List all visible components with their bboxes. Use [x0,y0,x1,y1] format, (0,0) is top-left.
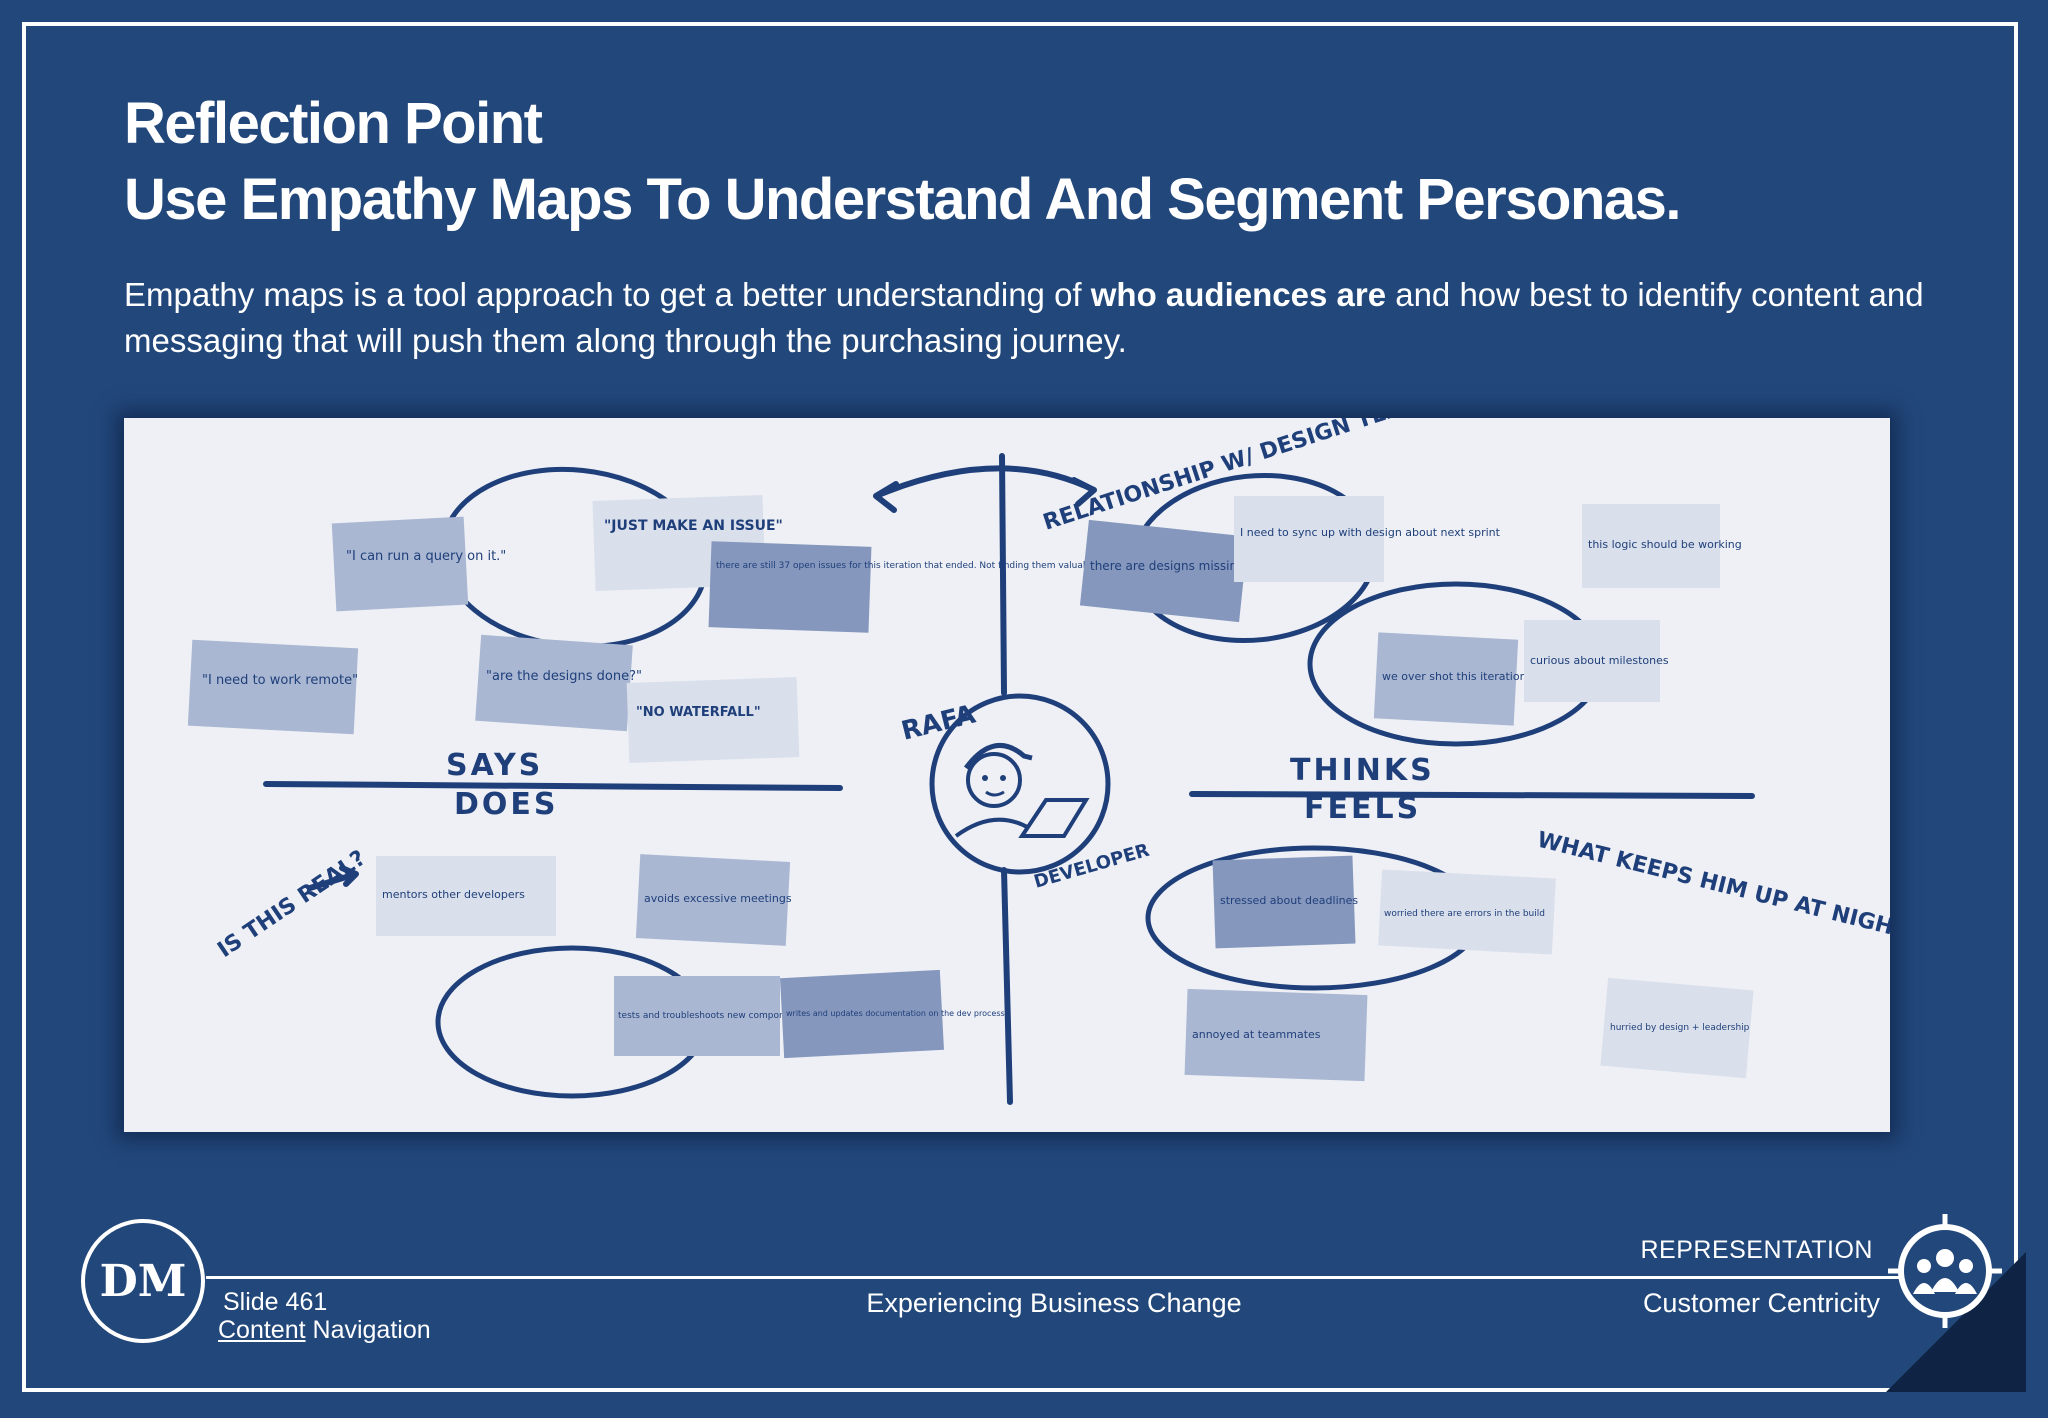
svg-text:avoids excessive meetings: avoids excessive meetings [644,892,792,905]
feels-label: FEELS [1304,791,1421,826]
keeps-up-annotation: WHAT KEEPS HIM UP AT NIGHT? [1535,828,1890,948]
vertical-axis [999,453,1013,1105]
svg-text:"are the designs done?": "are the designs done?" [486,669,642,684]
note-over-shot: we over shot this iteration [1373,632,1527,726]
content-navigation-link[interactable]: Content [218,1316,306,1344]
svg-text:mentors other developers: mentors other developers [382,888,525,901]
slide-frame [22,22,2018,1392]
relationship-arrow [873,465,1097,513]
svg-text:"I can run a query on it.": "I can run a query on it." [346,549,506,564]
note-writes-docs: writes and updates documentation on the … [780,969,1005,1059]
note-milestones: curious about milestones [1524,620,1669,702]
corner-decoration [1886,1252,2026,1392]
note-designs-done: "are the designs done?" [475,634,642,732]
dm-logo-text: DM [100,1256,187,1307]
svg-text:curious about milestones: curious about milestones [1530,654,1669,667]
svg-text:annoyed at teammates: annoyed at teammates [1192,1028,1321,1041]
does-label: DOES [454,787,559,822]
svg-text:stressed about deadlines: stressed about deadlines [1220,894,1358,907]
note-mentors: mentors other developers [376,856,556,936]
empathy-map-drawing: .hand { font-family: "DejaVu Sans", sans… [187,418,1890,1105]
note-logic-working: this logic should be working [1582,504,1742,588]
note-worried: worried there are errors in the build [1378,869,1556,955]
svg-text:worried there are errors in th: worried there are errors in the build [1384,909,1545,919]
slide-subtitle: Use Empathy Maps To Understand And Segme… [124,167,1682,232]
svg-text:we over shot this iteration: we over shot this iteration [1382,670,1527,683]
svg-text:I need to sync up with design: I need to sync up with design about next… [1240,526,1501,539]
says-label: SAYS [446,748,543,783]
note-avoids: avoids excessive meetings [635,854,792,946]
content-navigation: Content Navigation [218,1316,431,1345]
svg-text:"I need to work remote": "I need to work remote" [202,673,358,688]
svg-text:there are still 37 open issues: there are still 37 open issues for this … [716,561,1143,571]
persona-circle [929,693,1111,875]
footer-center-title: Experiencing Business Change [866,1288,1242,1318]
footer-divider [206,1276,1902,1279]
is-this-real-annotation: IS THIS REAL? [213,846,370,963]
slide-number: Slide 461 [223,1288,328,1316]
note-hurried: hurried by design + leadership [1600,977,1754,1079]
empathy-map-image: .hand { font-family: "DejaVu Sans", sans… [124,418,1890,1132]
is-this-real-arrow [307,865,359,891]
note-no-waterfall: "NO WATERFALL" [626,677,800,763]
svg-text:writes and updates documentati: writes and updates documentation on the … [786,1009,1005,1018]
slide-title: Reflection Point [124,91,543,156]
subsection-label: Customer Centricity [1642,1288,1880,1318]
dm-logo: DM [81,1219,205,1343]
content-navigation-label: Navigation [305,1316,431,1344]
persona-icon [954,743,1090,838]
note-sync-up: I need to sync up with design about next… [1234,496,1501,582]
svg-text:"JUST MAKE AN ISSUE": "JUST MAKE AN ISSUE" [604,518,783,534]
persona-name: RAFA [898,700,978,747]
note-tests: tests and troubleshoots new components [614,976,804,1056]
body-paragraph: Empathy maps is a tool approach to get a… [124,272,1924,364]
svg-text:this logic should be working: this logic should be working [1588,538,1742,551]
note-work-remote: "I need to work remote" [187,639,359,735]
note-open-issues: there are still 37 open issues for this … [708,541,1143,633]
svg-text:hurried by design + leadership: hurried by design + leadership [1610,1023,1750,1033]
body-text-bold: who audiences are [1090,276,1387,313]
customer-target-icon [1888,1214,2002,1328]
svg-text:"NO WATERFALL": "NO WATERFALL" [636,705,761,720]
note-annoyed: annoyed at teammates [1184,988,1368,1082]
section-label: REPRESENTATION [1640,1236,1873,1264]
note-stressed: stressed about deadlines [1212,855,1358,949]
thinks-label: THINKS [1290,753,1435,788]
horizontal-axis [263,781,1755,799]
body-text-start: Empathy maps is a tool approach to get a… [124,276,1091,313]
svg-text:tests and troubleshoots new co: tests and troubleshoots new components [618,1011,804,1021]
note-run-query: "I can run a query on it." [331,516,506,612]
body-text-end: and how best to identify content and mes… [124,276,1924,359]
